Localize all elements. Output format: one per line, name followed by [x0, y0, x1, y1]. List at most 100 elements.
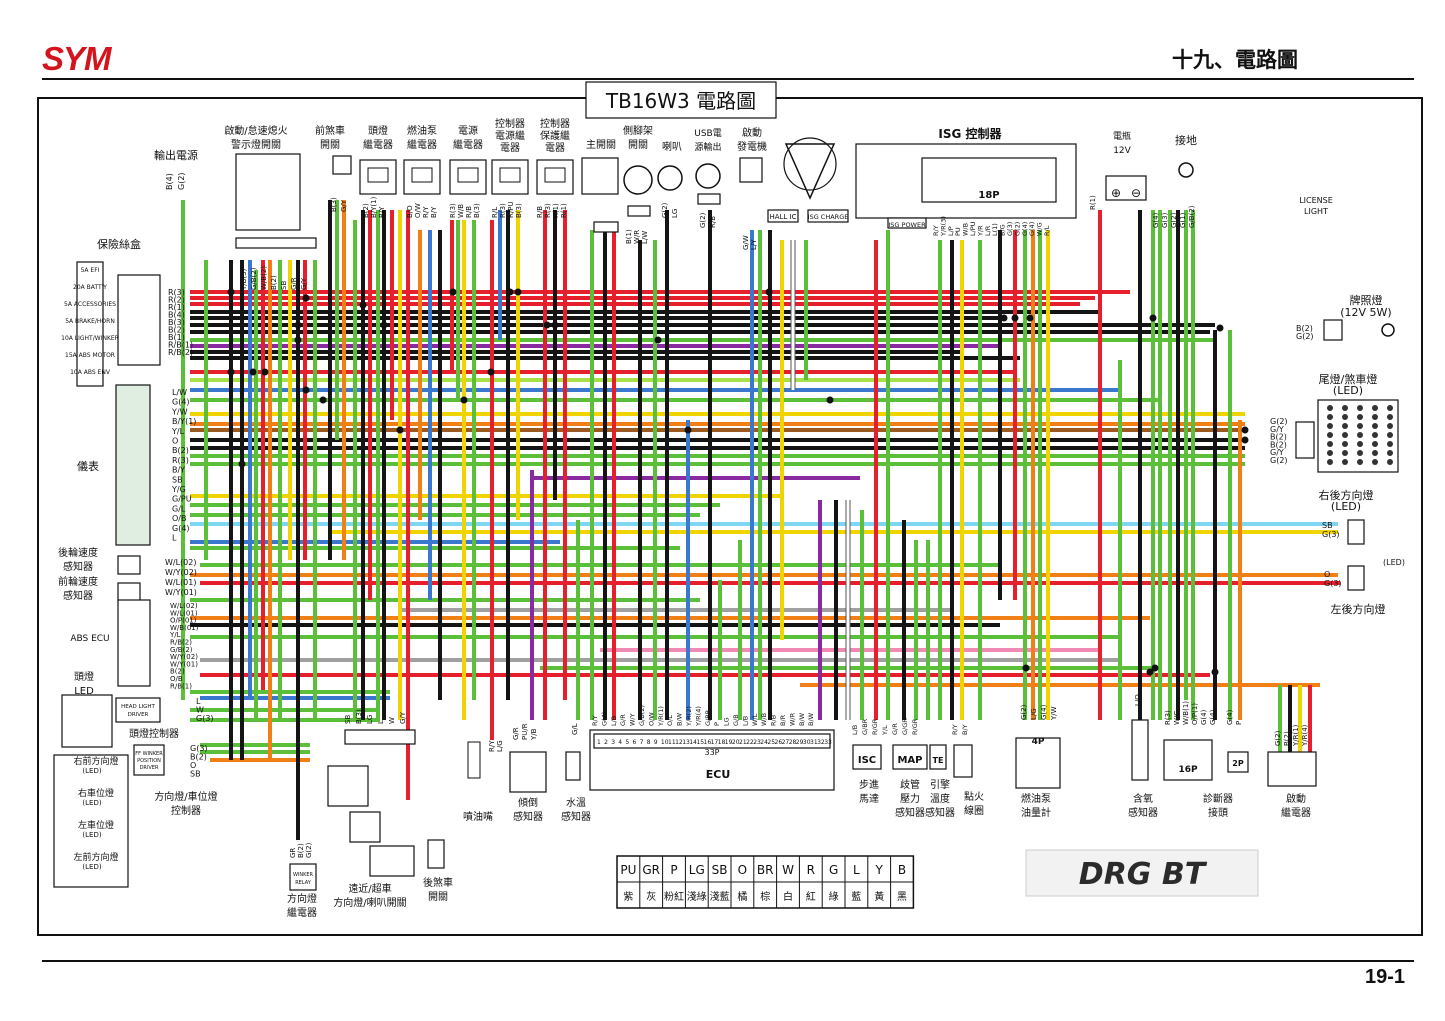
generator-winding	[784, 143, 836, 200]
horn-switch-block	[349, 811, 381, 843]
pin-label: R/B	[465, 206, 473, 218]
component-label-o2-sensor: 含氧	[1133, 792, 1153, 805]
wire-junction	[449, 288, 457, 296]
pin-label: W/B	[760, 713, 768, 726]
component-label-output-power: 輸出電源	[154, 148, 198, 162]
pin-label: O/W	[647, 712, 655, 726]
wire-junction	[765, 288, 773, 296]
abs-wire-label: G/B(2)	[170, 646, 193, 654]
isc-box	[852, 744, 882, 770]
pin-label: R/GR	[871, 718, 879, 735]
tail-wire-label: B(2)	[1270, 440, 1287, 449]
front-lamp-label: (LED)	[82, 767, 101, 775]
component-label-o2-sensor: 感知器	[1128, 806, 1158, 819]
pin-label: R/Y	[422, 206, 430, 218]
component-label-winker-relay: 方向燈	[287, 892, 317, 905]
fuse-wire-label: R(3)	[168, 288, 185, 297]
component-label-start-switch: 啟動/怠速熄火	[224, 124, 287, 137]
component-label-headlight-led: LED	[74, 686, 94, 697]
wire-junction	[1000, 314, 1008, 322]
title-box	[585, 81, 777, 119]
wire-junction	[1211, 668, 1219, 676]
pin-label: L/B	[851, 725, 859, 735]
ecu-pin-number: 3	[611, 739, 615, 746]
hall-ic-connector	[767, 209, 799, 223]
led-icon	[1327, 459, 1333, 465]
pin-label: Y/B	[530, 728, 538, 741]
right-rear-wire-label: G(3)	[1322, 530, 1340, 539]
led-icon	[1357, 432, 1363, 438]
abs-wire-label: O/P(01)	[170, 617, 197, 625]
pin-label: G/B(2)	[250, 267, 258, 290]
front-lamp-label: (LED)	[82, 799, 101, 807]
pin-label: L/P	[947, 226, 955, 236]
fuse-wire-label: B(1)	[168, 333, 185, 342]
meter-wire-label: SB	[172, 475, 183, 484]
led-icon	[1387, 459, 1393, 465]
component-label-engine-temp-sensor: 溫度	[930, 792, 950, 805]
legend-code: R	[807, 863, 815, 877]
tail-wire-label: G/Y	[1270, 448, 1284, 457]
component-label-handlebar-switch: 遠近/超車	[348, 882, 391, 895]
pin-label: G(2)	[1274, 730, 1282, 746]
isg-charge-connector	[807, 209, 849, 223]
pin-label: W/B(1)	[1182, 701, 1190, 725]
ground-icon	[1178, 162, 1194, 178]
abs-wire-label: Y/L	[169, 631, 181, 639]
ecu-pin-number: 12	[675, 739, 683, 746]
component-label-relay: 電器	[500, 142, 520, 154]
pin-label: B/Y	[961, 724, 969, 735]
left-rear-wire-label: G(3)	[1324, 579, 1342, 588]
position-wire-label: SB	[190, 770, 201, 779]
brand-logo: SYM	[42, 40, 112, 77]
pin-label: W/Y	[629, 713, 637, 726]
ecu-pin-number: 15	[696, 739, 704, 746]
pin-label: B(3)	[473, 203, 481, 218]
map-box	[892, 744, 928, 770]
headlight-wire-label: L	[196, 697, 201, 706]
led-icon	[1372, 414, 1378, 420]
ecu-pin-number: 33	[824, 739, 832, 746]
led-icon	[1327, 441, 1333, 447]
rear-brake-switch	[427, 839, 445, 869]
tail-wire-label: B(2)	[1270, 433, 1287, 442]
handlebar-switch-connector	[344, 729, 416, 745]
legend-color-name: 灰	[646, 890, 656, 903]
pin-label: R/Y	[951, 724, 959, 735]
ecu-33p-label: 33P	[704, 748, 719, 757]
wire-junction	[396, 426, 404, 434]
component-label-side-stand-switch: 開關	[628, 139, 648, 151]
component-label-ground: 接地	[1175, 134, 1197, 147]
isc-label: ISC	[858, 755, 876, 766]
ecu-pin-number: 4	[618, 739, 622, 746]
pin-label: L/G	[1030, 708, 1038, 720]
component-label-battery: 電瓶	[1113, 130, 1131, 142]
component-label-usb-output: USB電	[694, 128, 721, 139]
legend-color-name: 紅	[806, 891, 816, 903]
wire-junction	[294, 321, 302, 329]
pin-label: G/BR	[861, 718, 869, 735]
abs-wire-label: W/Y(02)	[170, 653, 198, 661]
meter-wire-label: B(2)	[172, 446, 189, 455]
fuse-label: 5A BRAKE/HORN	[65, 318, 115, 325]
component-label-rear-speed-sensor: 後輪速度	[58, 546, 98, 559]
headlight-wire-label: W	[196, 706, 204, 715]
pin-label: G/L	[571, 723, 579, 735]
front-lamp-label: (LED)	[82, 863, 101, 871]
ecu-pin-number: 19	[725, 739, 733, 746]
side-stand-connector	[627, 205, 651, 217]
pin-label: G(2)	[661, 202, 669, 218]
pin-label: R/PU	[507, 201, 515, 218]
wire-junction	[1011, 314, 1019, 322]
component-label-relay: 電源繼	[495, 129, 525, 142]
pin-label: G(4)	[600, 712, 608, 726]
headlight-wire-label: G(3)	[196, 714, 214, 723]
meter-wire-label: B/Y(1)	[172, 417, 196, 426]
model-badge-frame	[1025, 849, 1259, 897]
component-label-right-rear-turn: 右後方向燈	[1319, 488, 1374, 502]
diagnostic-16p-label: 16P	[1178, 765, 1198, 775]
legend-code: P	[670, 863, 677, 877]
ecu-pin-number: 29	[796, 739, 804, 746]
pin-label: L/PU	[969, 221, 977, 236]
